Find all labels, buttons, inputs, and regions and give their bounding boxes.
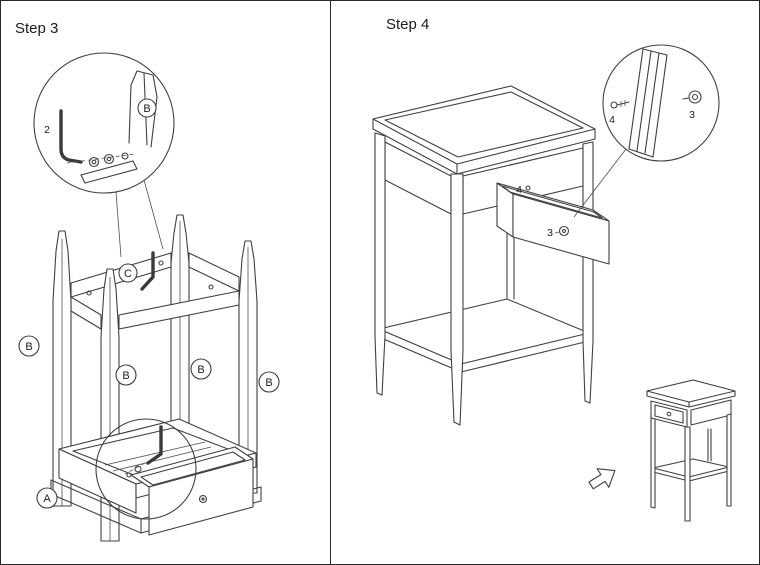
callout-tool-label: 2 [44,124,50,136]
callout-leader-line [143,179,164,250]
step3-panel: Step 3 B 2 [1,1,331,564]
table-leg [582,141,594,404]
table-leg [450,173,464,426]
drawer-open [496,182,610,265]
drawer-knob [198,494,208,504]
screw-hole [208,284,214,290]
circled-label-a [36,487,58,509]
callout-circle [33,52,175,194]
callout-part-label: B [143,103,150,115]
allen-key-icon [59,109,83,164]
allen-key-icon [140,251,155,291]
label-a: A [43,493,51,505]
label-b: B [122,370,129,382]
step3-detail-callout: B 2 [33,52,175,194]
frame-rail [70,296,102,330]
drawer-knob [558,225,570,237]
callout-leader-line [573,148,627,218]
finished-table-thumbnail [646,379,736,522]
flip-arrow-icon [588,468,616,490]
circled-label-b [115,364,137,386]
step4-diagram: Step 4 [372,16,736,522]
side-table: 4 3 [372,85,610,426]
drawer [130,446,254,536]
table-leg [684,426,691,522]
label-b: B [265,377,272,389]
label-b: B [25,341,32,353]
label-b: B [197,364,204,376]
drawer-front-edge [628,48,668,158]
circled-label-b-callout [137,98,157,118]
screw-washer-icons [66,152,136,168]
step4-detail-callout: 4 3 [573,44,720,218]
table-leg [374,132,386,396]
circled-label-b [18,335,40,357]
callout-circle [95,418,197,520]
circled-label-b [258,371,280,393]
rail-fragment [80,160,138,184]
lower-shelf [378,298,590,373]
allen-key-icon [146,425,163,465]
callout-circle [602,44,720,162]
step3-bottom-callout [95,418,197,520]
knob-icon [682,90,702,104]
step4-title: Step 4 [386,16,429,33]
circled-label-b [190,358,212,380]
screw-icon [610,100,630,109]
screw-icon [126,472,132,478]
screw-hole [86,290,92,296]
part-labels: C B B B B A [18,263,280,509]
callout-leader-line [115,191,122,258]
table-frame [50,214,262,542]
callout-label-4: 4 [609,114,615,126]
callout-label-3: 3 [689,109,695,121]
circled-label-c [118,263,138,283]
screw-marker [525,185,531,191]
step4-panel: Step 4 [331,1,759,564]
thumbnail-knob [666,411,672,417]
label-c: C [124,268,132,280]
frame-rail [188,252,240,292]
step3-diagram: Step 3 B 2 [15,20,280,542]
table-leg [650,417,656,509]
label-3: 3 [547,227,553,239]
table-leg [726,413,732,507]
step3-title: Step 3 [15,20,58,37]
screw-hole [158,260,164,266]
label-4: 4 [516,184,522,196]
screw-icon [134,465,142,473]
thumbnail-drawer [654,404,684,424]
